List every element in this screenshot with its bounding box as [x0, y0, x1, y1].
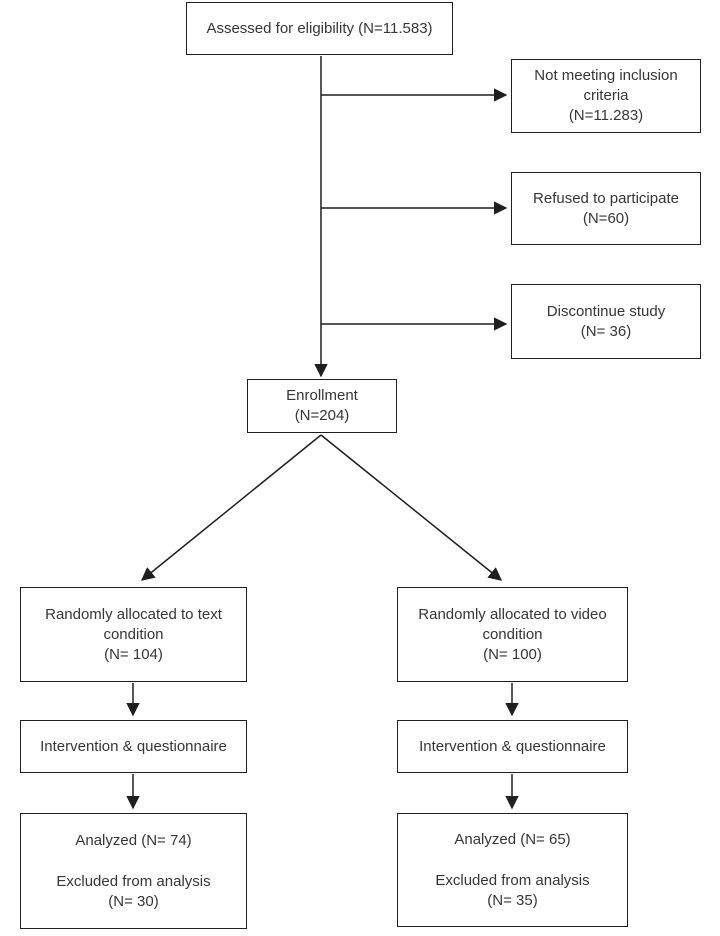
box-label: (N= 35)	[487, 891, 538, 909]
box-label: Not meeting inclusion	[534, 67, 678, 84]
box-analyzed-video: Analyzed (N= 65) Excluded from analysis …	[397, 813, 628, 927]
box-label: Discontinue study	[546, 302, 666, 320]
box-discontinue-study: Discontinue study (N= 36)	[511, 284, 701, 359]
box-allocated-video-condition: Randomly allocated to video condition (N…	[397, 587, 628, 682]
box-enrollment: Enrollment (N=204)	[247, 379, 397, 433]
box-label: Excluded from analysis	[56, 872, 211, 890]
box-label: Analyzed (N= 65)	[454, 830, 571, 848]
connector-randomize-right	[320, 434, 503, 581]
box-label: (N=60)	[582, 209, 630, 227]
connector-randomize-left	[140, 434, 322, 581]
box-allocated-text-condition: Randomly allocated to text condition (N=…	[20, 587, 247, 682]
box-label: Analyzed (N= 74)	[75, 831, 192, 849]
box-label: Excluded from analysis	[435, 871, 590, 889]
box-label: (N= 100)	[483, 645, 542, 663]
box-label: (N=11.283)	[568, 107, 644, 124]
box-refused-to-participate: Refused to participate (N=60)	[511, 172, 701, 245]
box-assessed-for-eligibility: Assessed for eligibility (N=11.583)	[186, 2, 453, 55]
box-label: Intervention & questionnaire	[40, 737, 227, 755]
box-label: Refused to participate	[533, 189, 679, 207]
box-label: Randomly allocated to text	[45, 605, 222, 623]
box-label: Assessed for eligibility (N=11.583)	[206, 19, 433, 37]
box-not-meeting-inclusion-criteria: Not meeting inclusion criteria (N=11.283…	[511, 59, 701, 133]
box-intervention-questionnaire-video: Intervention & questionnaire	[397, 720, 628, 773]
box-intervention-questionnaire-text: Intervention & questionnaire	[20, 720, 247, 773]
box-label: (N=204)	[294, 407, 350, 424]
box-label: criteria	[583, 87, 629, 104]
box-label: Intervention & questionnaire	[419, 737, 606, 755]
box-label: Randomly allocated to video	[418, 605, 607, 623]
box-label: (N= 36)	[580, 322, 632, 340]
box-label: condition	[482, 625, 543, 643]
box-label: condition	[103, 625, 164, 643]
box-label: (N= 104)	[104, 645, 163, 663]
box-label: (N= 30)	[108, 892, 159, 910]
box-label: Enrollment	[286, 387, 358, 404]
box-analyzed-text: Analyzed (N= 74) Excluded from analysis …	[20, 813, 247, 929]
